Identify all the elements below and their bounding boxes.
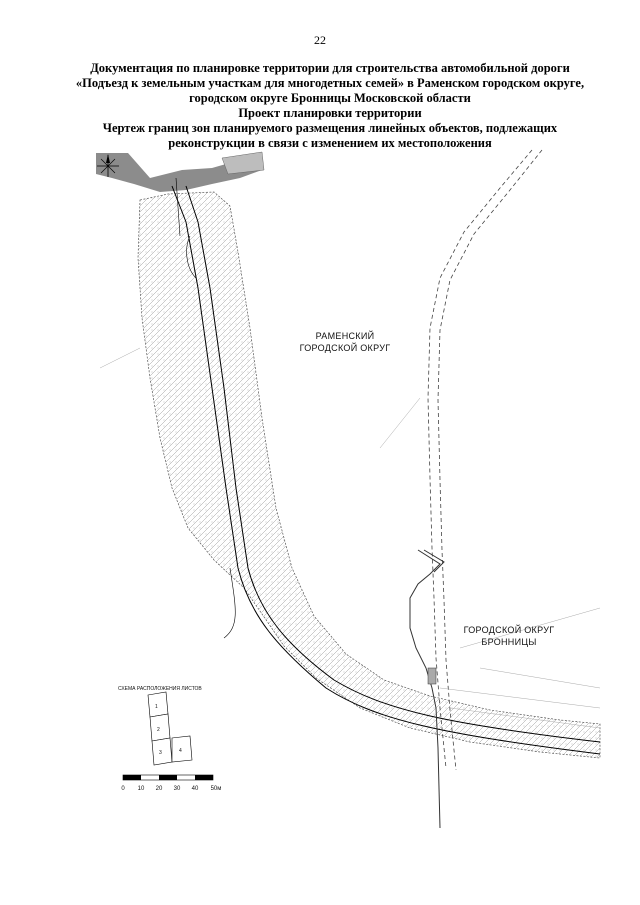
scale-tick-30: 30: [174, 786, 181, 792]
scale-tick-10: 10: [138, 786, 145, 792]
title-line-3: городском округе Бронницы Московской обл…: [189, 91, 471, 105]
scale-bar: 0 10 20 30 40 50м: [121, 774, 222, 792]
sheet-number-3: 3: [159, 750, 162, 756]
road-alignment: [171, 177, 601, 755]
area-label-bronnitsy-line-1: ГОРОДСКОЙ ОКРУГ: [464, 624, 555, 635]
planned-zone-boundary: [137, 191, 601, 759]
compass-icon: [97, 154, 119, 177]
area-label-bronnitsy-line-2: БРОННИЦЫ: [481, 637, 536, 647]
document-title: Документация по планировке территории дл…: [60, 61, 600, 151]
title-line-5: Чертеж границ зон планируемого размещени…: [102, 121, 558, 135]
relocated-utility: [409, 549, 445, 829]
page-number: 22: [314, 33, 326, 47]
scale-tick-20: 20: [156, 786, 163, 792]
area-label-ramensky-line-1: РАМЕНСКИЙ: [316, 330, 375, 341]
title-line-1: Документация по планировке территории дл…: [90, 61, 570, 75]
title-line-6: реконструкции в связи с изменением их ме…: [168, 136, 492, 150]
scale-tick-0: 0: [121, 786, 125, 792]
district-boundary: [427, 149, 543, 771]
cadastral-lines: [99, 347, 601, 729]
area-label-ramensky-line-2: ГОРОДСКОЙ ОКРУГ: [300, 342, 391, 353]
title-line-2: «Подъезд к земельным участкам для многод…: [75, 76, 585, 90]
existing-road-area: [96, 151, 265, 192]
sheet-number-1: 1: [155, 704, 158, 710]
planning-drawing: РАМЕНСКИЙ ГОРОДСКОЙ ОКРУГ ГОРОДСКОЙ ОКРУ…: [0, 148, 640, 905]
scale-tick-50: 50м: [211, 786, 222, 792]
sheet-scheme-title: СХЕМА РАСПОЛОЖЕНИЯ ЛИСТОВ: [118, 686, 202, 692]
sheet-layout-scheme: СХЕМА РАСПОЛОЖЕНИЯ ЛИСТОВ 1 2 3 4: [118, 686, 202, 766]
sheet-number-4: 4: [179, 748, 182, 754]
sheet-number-2: 2: [157, 727, 160, 733]
scale-tick-40: 40: [192, 786, 199, 792]
title-line-4: Проект планировки территории: [238, 106, 422, 120]
